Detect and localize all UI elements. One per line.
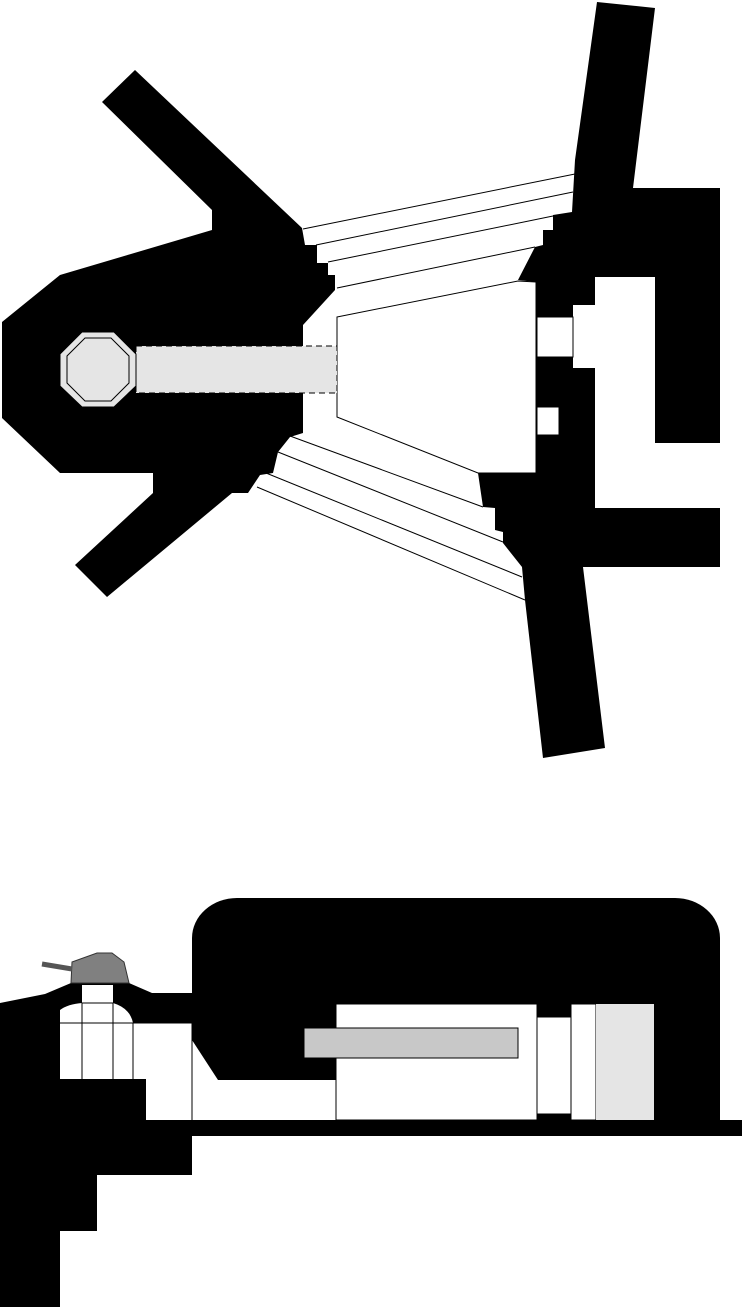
floor-slab — [146, 1120, 742, 1136]
turret-octagon-inner — [66, 337, 130, 402]
turret-dome — [70, 952, 130, 984]
section-view — [0, 898, 742, 1307]
embrasure-window-upper — [536, 316, 574, 358]
access-corridor — [135, 345, 338, 394]
lower-stair-lines — [256, 435, 526, 601]
embrasure-opening — [536, 1016, 572, 1115]
embrasure-shield — [596, 1004, 654, 1120]
turret-gun — [41, 961, 73, 972]
embrasure-window-lower — [536, 406, 560, 436]
gun-barrel — [303, 1027, 519, 1059]
lower-corridor — [192, 1040, 336, 1120]
embrasure-frame — [570, 1003, 597, 1121]
turret-shaft — [60, 985, 133, 1023]
right-wall-mass — [478, 2, 720, 758]
main-room — [336, 280, 537, 474]
left-chamber — [60, 1023, 192, 1120]
plan-view — [2, 2, 720, 758]
upper-stair-lines — [302, 173, 576, 289]
casemate-room — [335, 1003, 538, 1121]
left-wall-mass — [2, 70, 335, 597]
